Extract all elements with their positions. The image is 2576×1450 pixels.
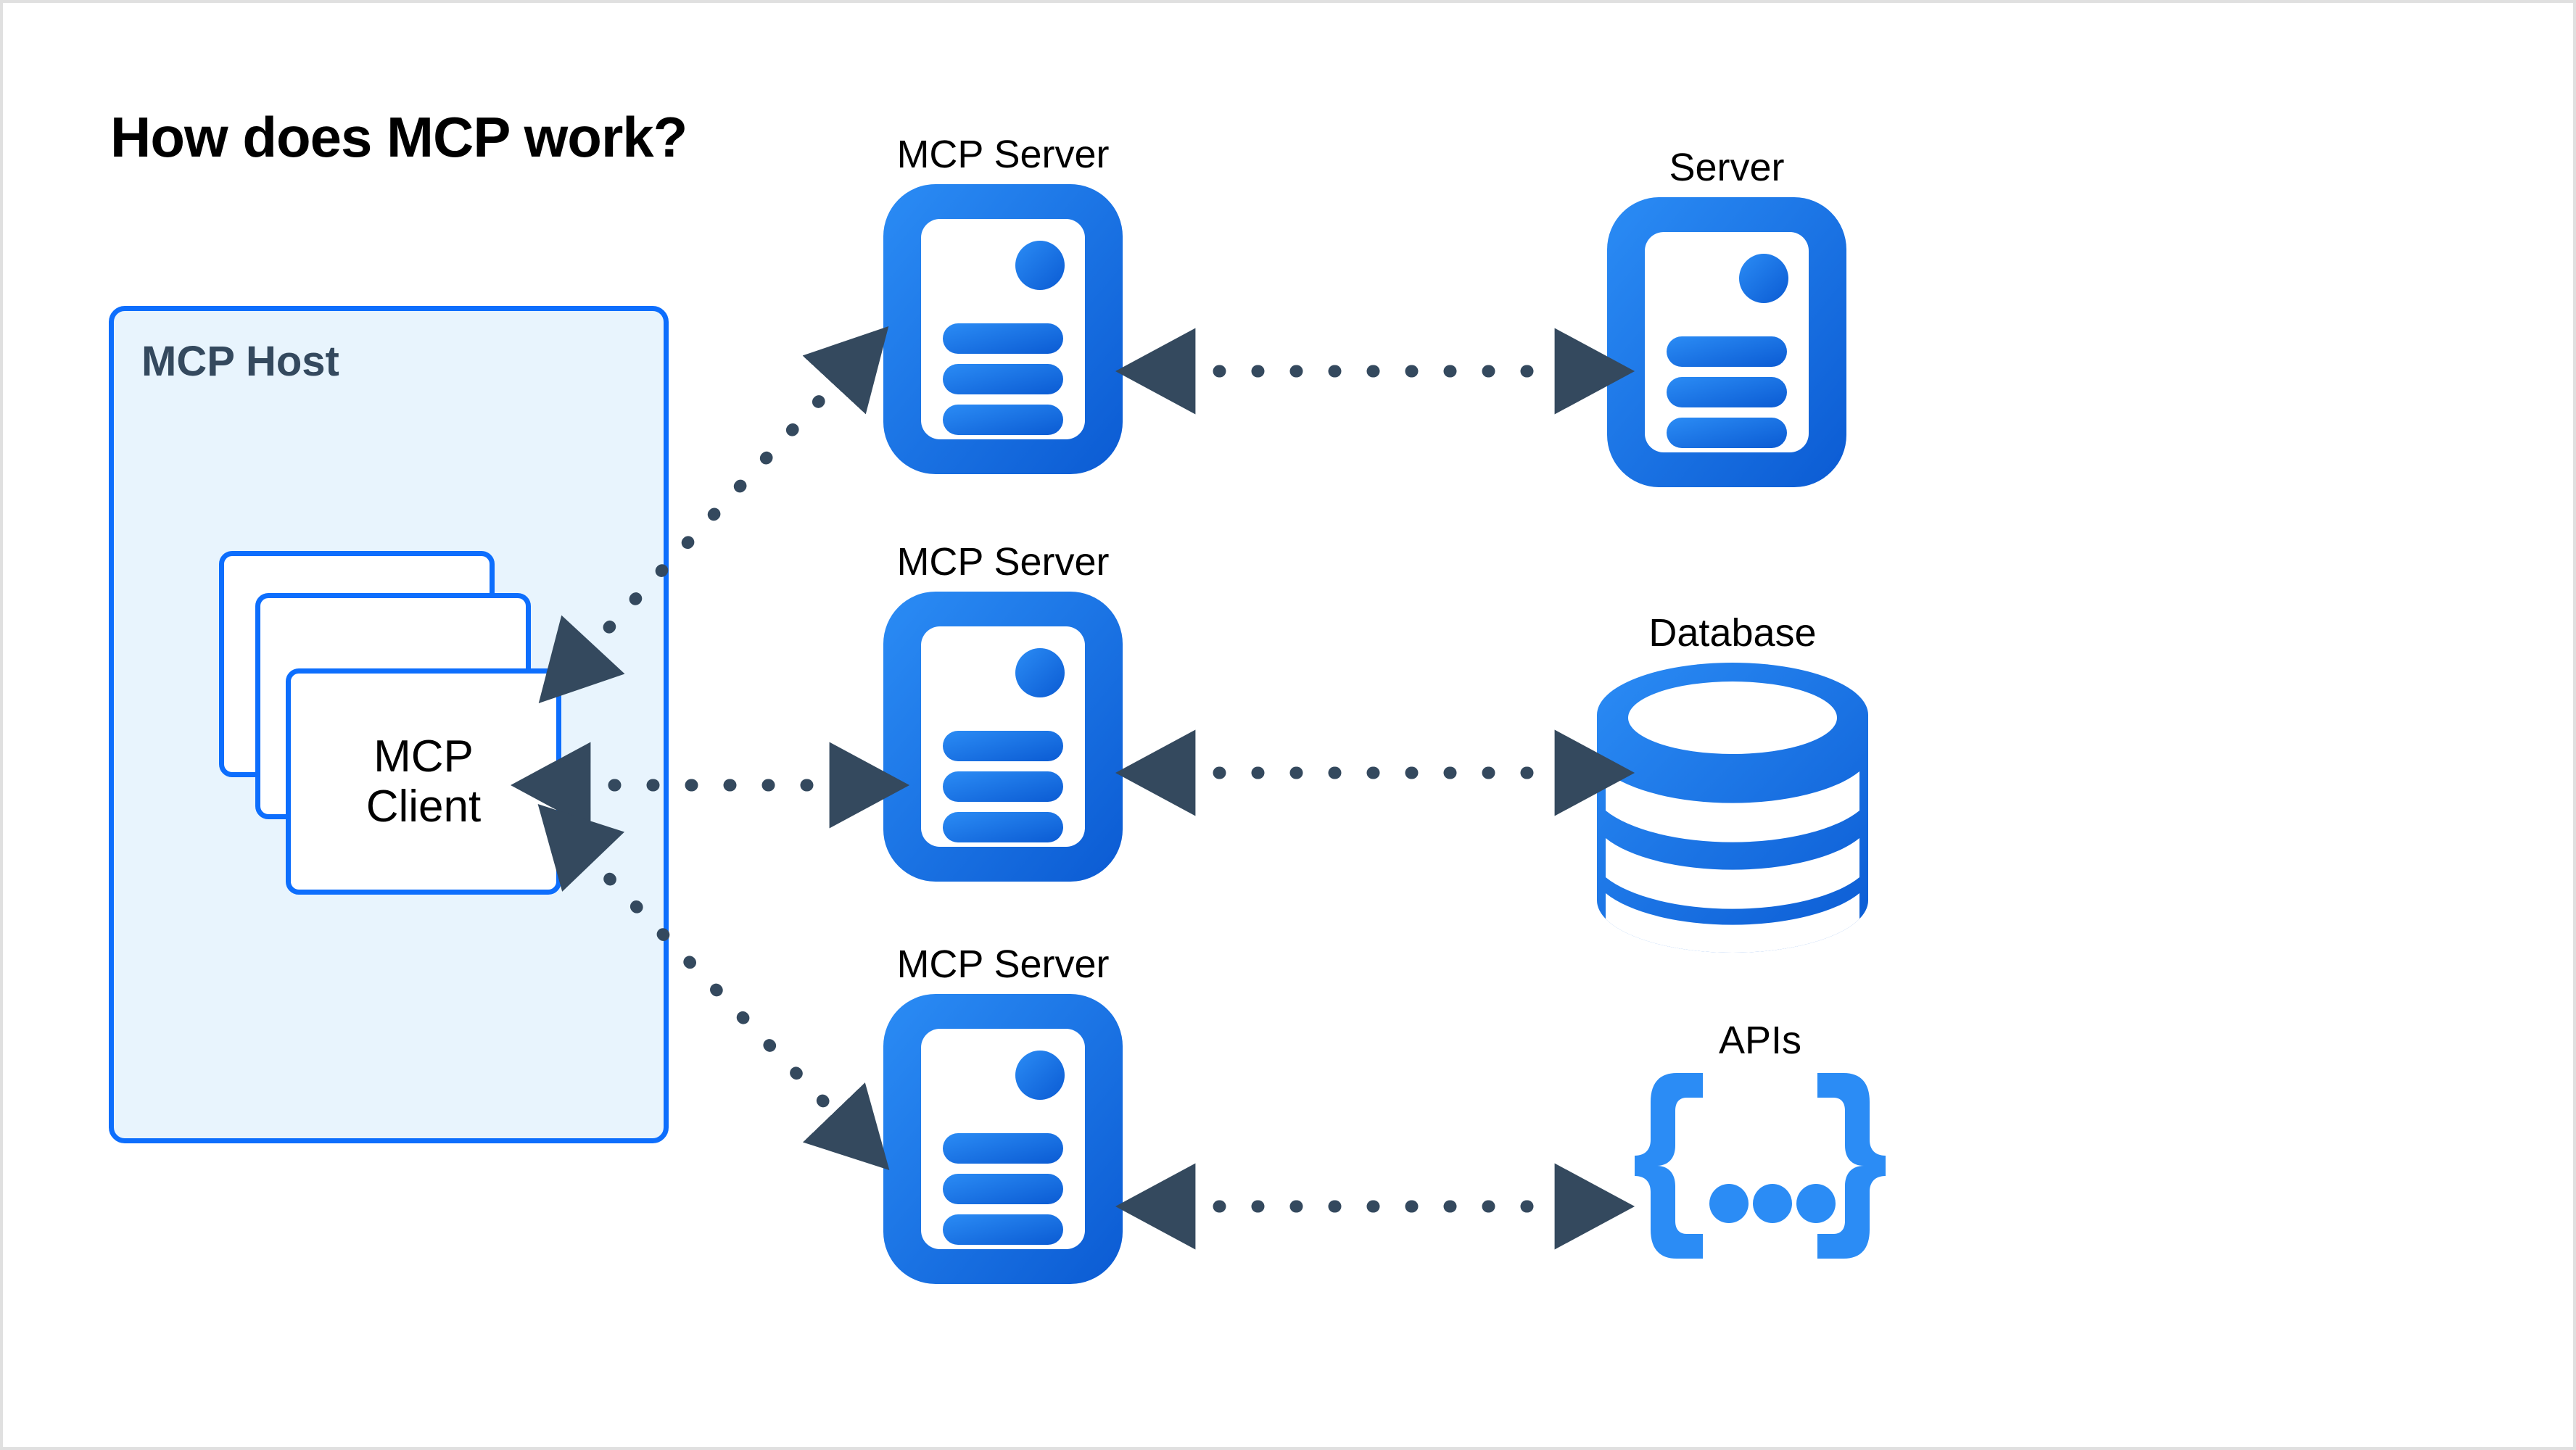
server-document-icon: [883, 592, 1123, 882]
resource-apis-label: APIs: [1718, 1019, 1802, 1062]
mcp-client-label: MCP Client: [366, 731, 482, 832]
curly-braces-ellipsis-icon: [1635, 1073, 1886, 1259]
mcp-server-2-label: MCP Server: [896, 540, 1110, 584]
server-document-icon: [1607, 197, 1846, 487]
resource-database: Database: [1591, 610, 1874, 953]
resource-database-label: Database: [1648, 611, 1817, 655]
server-document-icon: [883, 184, 1123, 474]
server-document-icon: [883, 994, 1123, 1284]
resource-server: Server: [1607, 145, 1846, 487]
mcp-server-3-label: MCP Server: [896, 942, 1110, 986]
page-title: How does MCP work?: [110, 105, 688, 169]
mcp-server-3: MCP Server: [883, 942, 1123, 1284]
resource-apis: APIs: [1633, 1018, 1887, 1259]
mcp-server-2: MCP Server: [883, 539, 1123, 882]
mcp-server-1-label: MCP Server: [896, 133, 1110, 176]
database-cylinder-icon: [1597, 663, 1868, 953]
mcp-server-1: MCP Server: [883, 132, 1123, 474]
resource-server-label: Server: [1669, 146, 1785, 189]
mcp-host-label: MCP Host: [141, 338, 339, 385]
mcp-client-card-front: MCP Client: [286, 668, 561, 895]
